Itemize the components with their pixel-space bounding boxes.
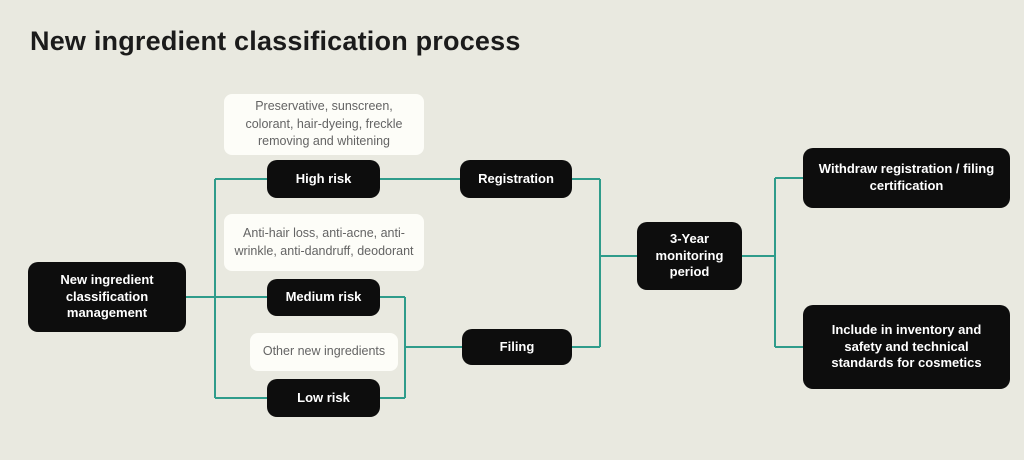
note-medium-risk-examples: Anti-hair loss, anti-acne, anti-wrinkle,… bbox=[224, 214, 424, 271]
node-start: New ingredient classification management bbox=[28, 262, 186, 332]
node-low-risk: Low risk bbox=[267, 379, 380, 417]
note-medium-risk-label: Anti-hair loss, anti-acne, anti-wrinkle,… bbox=[234, 226, 414, 258]
node-filing-label: Filing bbox=[499, 338, 535, 354]
node-high-risk-label: High risk bbox=[295, 170, 352, 186]
node-high-risk: High risk bbox=[267, 160, 380, 198]
node-withdraw-certification-label: Withdraw registration / filing certifica… bbox=[818, 161, 995, 193]
note-high-risk-examples: Preservative, sunscreen, colorant, hair-… bbox=[224, 94, 424, 155]
note-low-risk-examples: Other new ingredients bbox=[250, 333, 398, 371]
page-title: New ingredient classification process bbox=[30, 26, 521, 56]
node-registration-label: Registration bbox=[478, 170, 554, 186]
node-withdraw-certification: Withdraw registration / filing certifica… bbox=[803, 148, 1010, 208]
node-monitoring-period: 3-Year monitoring period bbox=[637, 222, 742, 290]
node-include-inventory-label: Include in inventory and safety and tech… bbox=[831, 321, 982, 371]
node-low-risk-label: Low risk bbox=[297, 389, 350, 405]
node-registration: Registration bbox=[460, 160, 572, 198]
node-monitoring-period-label: 3-Year monitoring period bbox=[655, 230, 724, 280]
node-medium-risk: Medium risk bbox=[267, 279, 380, 316]
node-start-label: New ingredient classification management bbox=[60, 271, 154, 321]
node-filing: Filing bbox=[462, 329, 572, 365]
note-high-risk-label: Preservative, sunscreen, colorant, hair-… bbox=[245, 99, 403, 149]
node-medium-risk-label: Medium risk bbox=[285, 289, 362, 305]
node-include-inventory: Include in inventory and safety and tech… bbox=[803, 305, 1010, 389]
note-low-risk-label: Other new ingredients bbox=[262, 344, 386, 359]
